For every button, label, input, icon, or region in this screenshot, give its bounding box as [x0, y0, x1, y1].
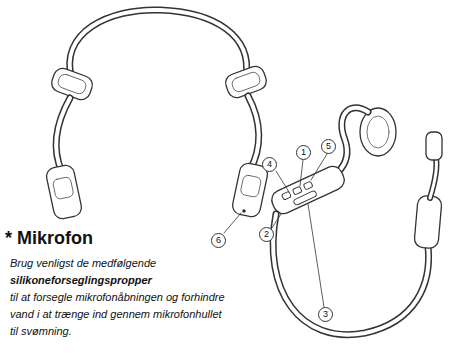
note-text: til at forsegle mikrofonåbningen og forh…: [10, 289, 225, 340]
callout-number: 3: [318, 307, 333, 322]
note-text: Brug venligst de medfølgende: [10, 255, 225, 272]
note-text-bold: silikoneforseglingspropper: [10, 272, 225, 289]
callout-number: 4: [262, 157, 277, 172]
callout-number: 1: [296, 145, 311, 160]
section-heading: * Mikrofon: [5, 228, 93, 249]
callout-number: 2: [259, 227, 274, 242]
callout-number: 6: [211, 233, 226, 248]
callout-number: 5: [321, 139, 336, 154]
